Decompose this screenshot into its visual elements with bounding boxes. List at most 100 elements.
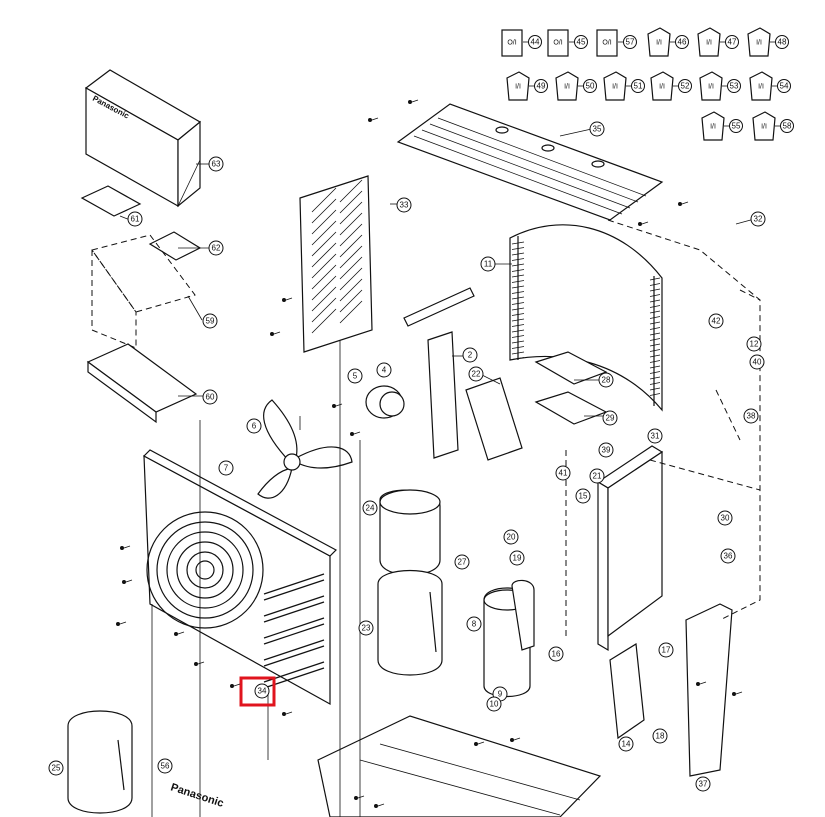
part-number: 5 (353, 372, 358, 381)
part-callout-37[interactable]: 37 (695, 776, 711, 792)
document-code: O/I (553, 40, 562, 47)
document-number: 50 (586, 82, 595, 91)
document-code: I/I (612, 84, 618, 91)
part-callout-63[interactable]: 63 (208, 156, 224, 172)
part-callout-39[interactable]: 39 (598, 442, 614, 458)
part-callout-27[interactable]: 27 (454, 554, 470, 570)
part-callout-29[interactable]: 29 (602, 410, 618, 426)
part-callout-12[interactable]: 12 (746, 336, 762, 352)
part-number: 35 (593, 125, 602, 134)
part-callout-36[interactable]: 36 (720, 548, 736, 564)
screw-icon (374, 803, 385, 808)
part-callout-11[interactable]: 11 (480, 256, 496, 272)
part-callout-42[interactable]: 42 (708, 313, 724, 329)
valve-plate (609, 642, 645, 740)
part-callout-60[interactable]: 60 (202, 389, 218, 405)
part-callout-28[interactable]: 28 (598, 372, 614, 388)
part-number: 37 (699, 780, 708, 789)
part-number: 12 (750, 340, 759, 349)
part-callout-20[interactable]: 20 (503, 529, 519, 545)
screw-icon (194, 661, 205, 666)
document-number: 47 (728, 38, 737, 47)
screw-icon (120, 545, 131, 550)
part-number: 18 (656, 732, 665, 741)
part-number: 9 (498, 690, 503, 699)
part-callout-59[interactable]: 59 (202, 313, 218, 329)
screw-icon (282, 711, 293, 716)
screw-icon (174, 631, 185, 636)
part-callout-24[interactable]: 24 (362, 500, 378, 516)
bracket-22 (465, 377, 523, 461)
side-louvre-panel (299, 175, 373, 353)
part-callout-35[interactable]: 35 (589, 121, 605, 137)
part-callout-22[interactable]: 22 (468, 366, 484, 382)
part-callout-7[interactable]: 7 (218, 460, 234, 476)
part-callout-31[interactable]: 31 (647, 428, 663, 444)
part-callout-33[interactable]: 33 (396, 197, 412, 213)
part-number: 15 (579, 492, 588, 501)
document-number: 57 (626, 38, 635, 47)
part-callout-16[interactable]: 16 (548, 646, 564, 662)
control-tray (86, 343, 198, 424)
top-panel (396, 103, 664, 221)
screw-icon (282, 297, 293, 302)
part-callout-56[interactable]: 56 (157, 758, 173, 774)
screw-icon (638, 221, 649, 226)
screw-icon (678, 201, 689, 206)
screw-icon (696, 681, 707, 686)
control-board-outline (91, 234, 196, 313)
screw-icon (332, 403, 343, 408)
part-callout-61[interactable]: 61 (127, 211, 143, 227)
part-number: 36 (724, 552, 733, 561)
document-code: I/I (756, 40, 762, 47)
part-callout-19[interactable]: 19 (509, 550, 525, 566)
part-callout-30[interactable]: 30 (717, 510, 733, 526)
part-callout-40[interactable]: 40 (749, 354, 765, 370)
pad-29 (534, 391, 608, 425)
document-code: I/I (659, 84, 665, 91)
screw-icon (510, 737, 521, 742)
part-callout-5[interactable]: 5 (347, 368, 363, 384)
part-callout-8[interactable]: 8 (466, 616, 482, 632)
part-callout-62[interactable]: 62 (208, 240, 224, 256)
part-callout-38[interactable]: 38 (743, 408, 759, 424)
document-number: 49 (537, 82, 546, 91)
part-number: 42 (712, 317, 721, 326)
part-callout-14[interactable]: 14 (618, 736, 634, 752)
document-number: 48 (778, 38, 787, 47)
document-code: I/I (761, 124, 767, 131)
part-callout-6[interactable]: 6 (246, 418, 262, 434)
part-callout-17[interactable]: 17 (658, 642, 674, 658)
part-number: 32 (754, 215, 763, 224)
part-callout-32[interactable]: 32 (750, 211, 766, 227)
part-callout-25[interactable]: 25 (48, 760, 64, 776)
highlight-part-34[interactable] (239, 676, 276, 707)
part-number: 19 (513, 554, 522, 563)
part-callout-18[interactable]: 18 (652, 728, 668, 744)
screw-icon (230, 683, 241, 688)
part-callout-15[interactable]: 15 (575, 488, 591, 504)
part-number: 7 (224, 464, 229, 473)
part-number: 27 (458, 558, 467, 567)
part-number: 4 (382, 366, 387, 375)
part-callout-21[interactable]: 21 (589, 468, 605, 484)
part-callout-23[interactable]: 23 (358, 620, 374, 636)
part-callout-41[interactable]: 41 (555, 465, 571, 481)
part-number: 25 (52, 764, 61, 773)
valve-cover (685, 603, 733, 777)
fan-motor (365, 385, 405, 419)
part-number: 33 (400, 201, 409, 210)
document-code: I/I (710, 124, 716, 131)
part-callout-2[interactable]: 2 (462, 347, 478, 363)
part-callout-4[interactable]: 4 (376, 362, 392, 378)
part-callout-10[interactable]: 10 (486, 696, 502, 712)
part-callout-34[interactable]: 34 (254, 683, 270, 699)
